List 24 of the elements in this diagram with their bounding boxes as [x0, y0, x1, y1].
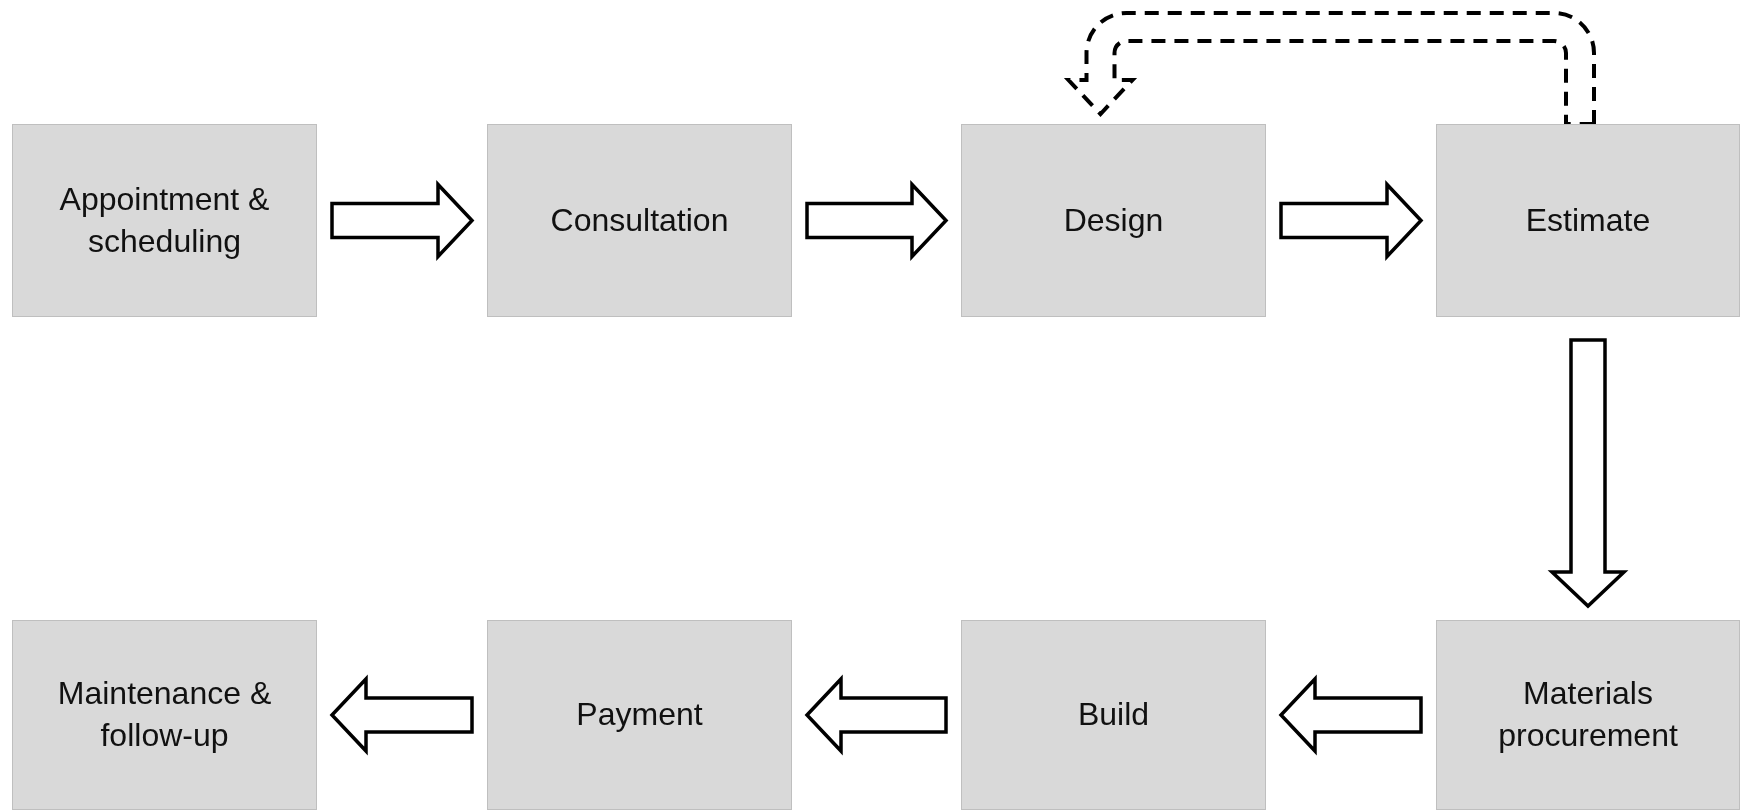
process-box [487, 124, 792, 317]
block-arrow [805, 180, 949, 261]
step-label: Estimate [1524, 200, 1652, 240]
block-arrow [330, 180, 475, 261]
block-arrow [329, 674, 474, 756]
process-box [1436, 620, 1740, 810]
step-label: Appointment & scheduling [58, 179, 271, 261]
step-label: Build [1076, 695, 1151, 735]
step-label: Materials procurement [1497, 674, 1679, 755]
process-box [1436, 124, 1740, 317]
process-box [12, 124, 317, 317]
process-box [961, 124, 1266, 317]
process-box [487, 620, 792, 810]
block-arrow [1547, 338, 1629, 609]
block-arrow [1279, 180, 1424, 261]
block-arrow [1278, 674, 1423, 756]
step-label: Design [1062, 200, 1165, 240]
step-label: Maintenance & follow-up [56, 674, 273, 755]
block-arrow [804, 674, 948, 756]
step-label: Consultation [549, 200, 730, 240]
process-box [12, 620, 317, 810]
process-box [961, 620, 1266, 810]
step-label: Payment [575, 695, 704, 735]
dashed-return-arrow [1066, 11, 1596, 126]
